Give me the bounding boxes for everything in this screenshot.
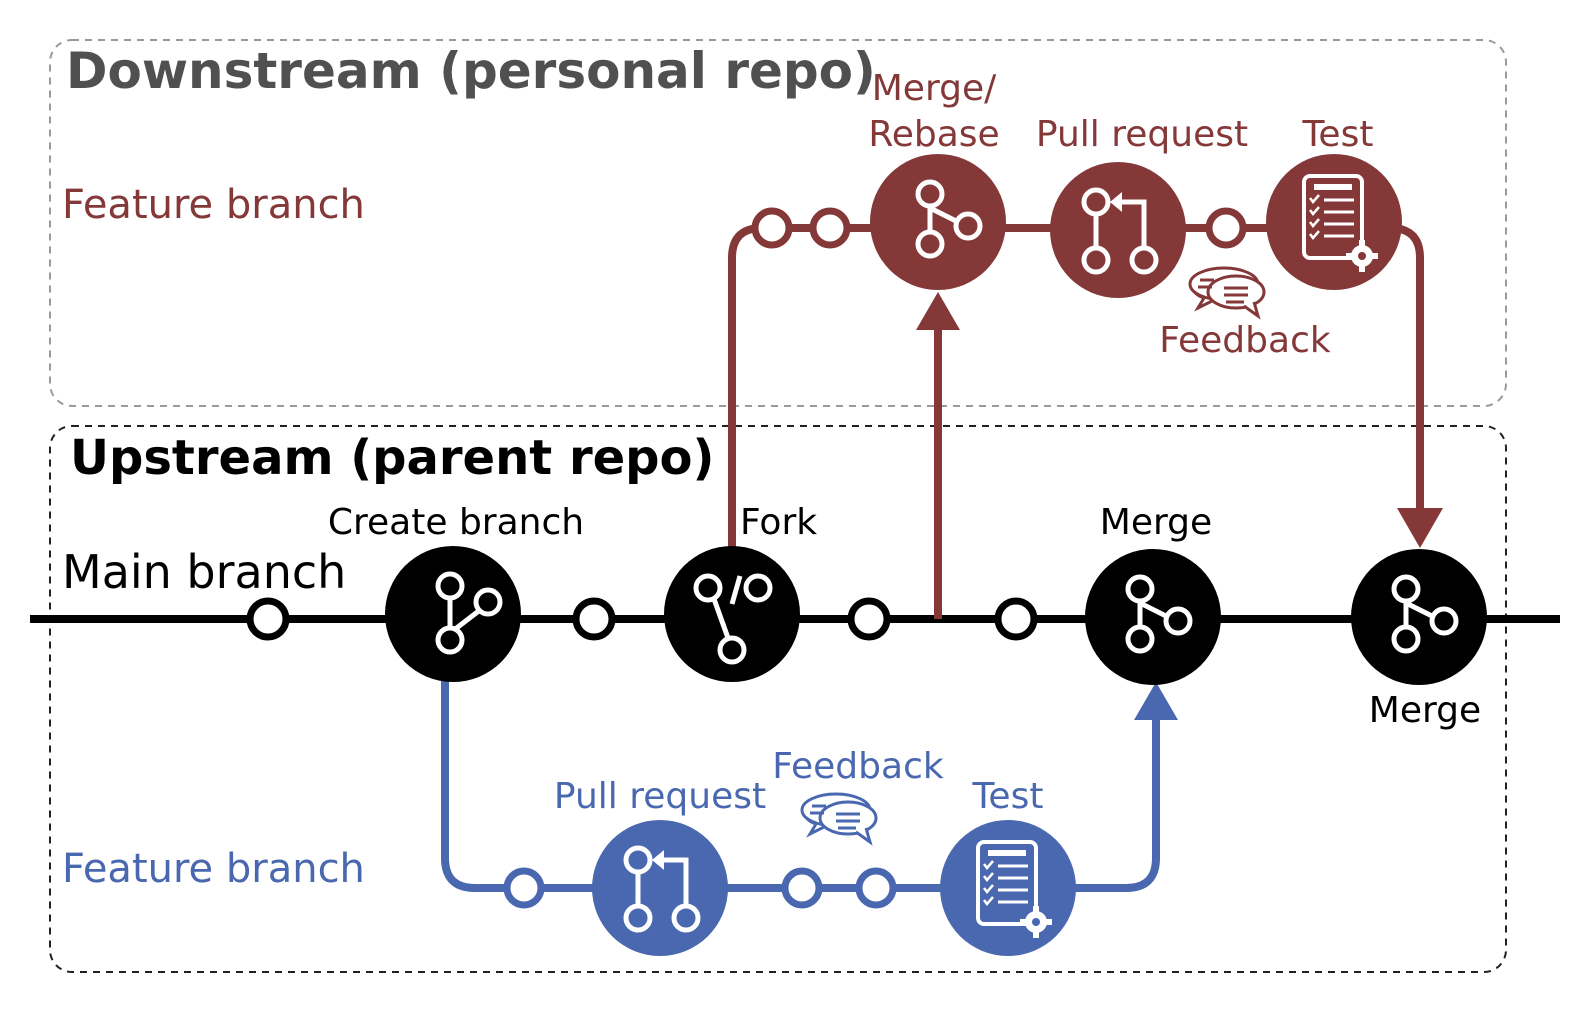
downstream-test-node bbox=[1266, 154, 1402, 290]
upstream-feedback-label: Feedback bbox=[772, 746, 944, 787]
commit-dot bbox=[1205, 207, 1247, 249]
commit-dot bbox=[572, 597, 616, 641]
merge-rebase-label-line1: Merge/ bbox=[872, 68, 997, 109]
merge-rebase-node bbox=[870, 154, 1006, 290]
fork-icon bbox=[693, 573, 773, 665]
upstream-title: Upstream (parent repo) bbox=[70, 430, 714, 486]
commit-dot bbox=[246, 597, 290, 641]
upstream-merge-node bbox=[1085, 549, 1221, 685]
upstream-box bbox=[49, 425, 1507, 973]
commit-dot bbox=[847, 597, 891, 641]
final-merge-node bbox=[1351, 549, 1487, 685]
downstream-test-label: Test bbox=[1302, 114, 1374, 155]
create-branch-label: Create branch bbox=[328, 502, 584, 543]
downstream-pull-request-node bbox=[1050, 162, 1186, 298]
upstream-feature-commits bbox=[503, 867, 897, 909]
upstream-test-node bbox=[940, 820, 1076, 956]
upstream-merge-label: Merge bbox=[1100, 502, 1212, 543]
commit-dot bbox=[503, 867, 545, 909]
downstream-box bbox=[49, 39, 1507, 407]
main-branch-label: Main branch bbox=[62, 545, 346, 599]
rebase-arrow-head bbox=[916, 292, 960, 330]
commit-dot bbox=[781, 867, 823, 909]
downstream-title: Downstream (personal repo) bbox=[66, 42, 876, 100]
upstream-feature-branch-label: Feature branch bbox=[62, 846, 365, 892]
downstream-feedback-label: Feedback bbox=[1159, 320, 1331, 361]
downstream-merge-arrow bbox=[1397, 508, 1443, 548]
final-merge-label: Merge bbox=[1369, 690, 1481, 731]
commit-dot bbox=[751, 207, 793, 249]
upstream-feedback-icon bbox=[800, 792, 878, 844]
fork-node bbox=[664, 546, 800, 682]
main-commits bbox=[246, 597, 1038, 641]
commit-dot bbox=[809, 207, 851, 249]
upstream-pull-request-node bbox=[592, 820, 728, 956]
fork-label: Fork bbox=[740, 502, 817, 543]
commit-dot bbox=[994, 597, 1038, 641]
create-branch-node bbox=[385, 546, 521, 682]
upstream-pull-request-label: Pull request bbox=[554, 776, 766, 817]
downstream-feedback-icon bbox=[1188, 266, 1266, 318]
commit-dot bbox=[855, 867, 897, 909]
downstream-commits bbox=[751, 207, 1247, 249]
merge-rebase-label-line2: Rebase bbox=[868, 114, 999, 155]
downstream-pull-request-label: Pull request bbox=[1036, 114, 1248, 155]
upstream-test-label: Test bbox=[972, 776, 1044, 817]
downstream-feature-branch-label: Feature branch bbox=[62, 182, 365, 228]
upstream-merge-arrow bbox=[1134, 682, 1178, 720]
